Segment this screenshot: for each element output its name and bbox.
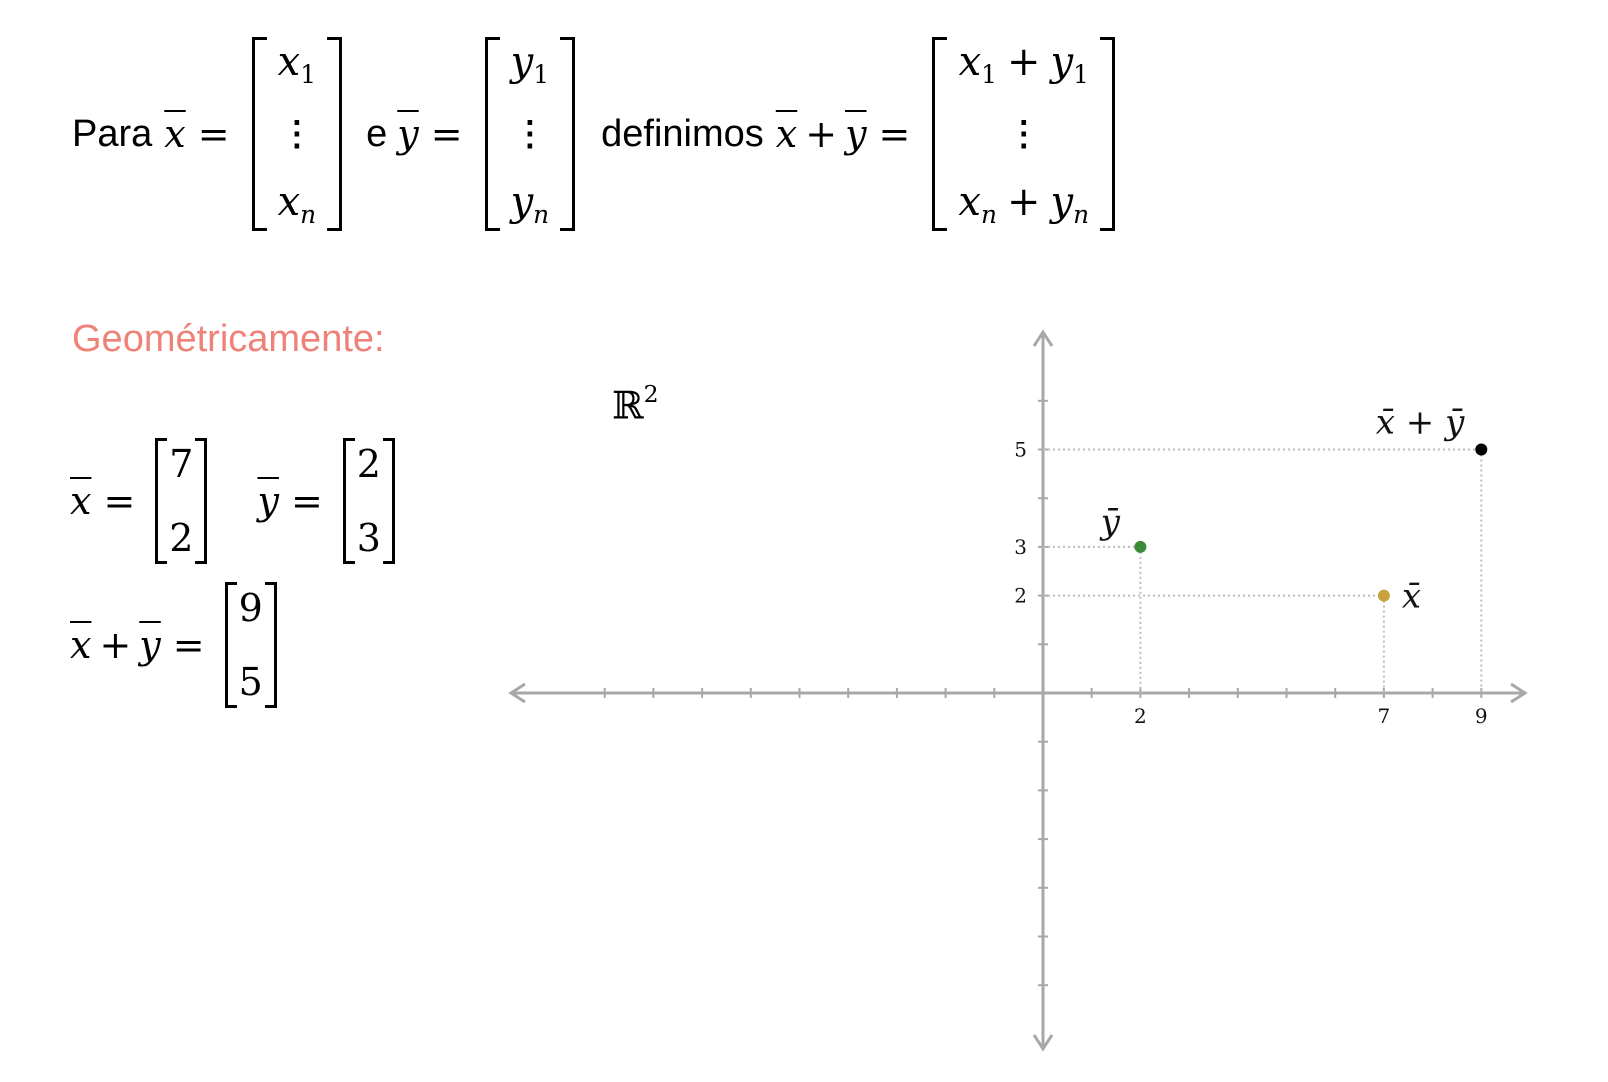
y-example-matrix: 2 3 <box>342 438 396 564</box>
vector-point <box>1134 540 1147 553</box>
sum-last-component: xn+yn <box>958 179 1090 229</box>
y-tick-label: 2 <box>1014 584 1027 608</box>
x-tick-label: 9 <box>1475 704 1488 728</box>
vector-point <box>1377 589 1390 602</box>
equals-sign: = <box>430 112 463 156</box>
sum-component-matrix: x1+y1 ⋮ xn+yn <box>932 37 1115 231</box>
matrix-entry: 2 <box>356 442 381 486</box>
sum-first-component: x1+y1 <box>958 39 1089 89</box>
x-vector-symbol: x <box>70 479 92 523</box>
y-tick-label: 3 <box>1014 535 1027 559</box>
plus-sign: + <box>805 112 838 156</box>
x-vector-symbol: x <box>70 623 92 667</box>
plus-sign: + <box>99 623 132 667</box>
defines-text: definimos <box>601 112 764 155</box>
y-first-component: y1 <box>510 39 550 89</box>
matrix-entry: 3 <box>356 516 381 560</box>
x-vector-symbol: x <box>164 112 186 156</box>
x-component-matrix: x1 ⋮ xn <box>251 37 343 231</box>
point-label: x̄ + ȳ <box>1376 403 1465 443</box>
y-component-matrix: y1 ⋮ yn <box>484 37 576 231</box>
y-vector-symbol: y <box>257 479 279 523</box>
sum-example-matrix: 9 5 <box>224 582 277 708</box>
y-tick-label: 5 <box>1014 438 1027 462</box>
y-vector-symbol: y <box>139 623 161 667</box>
y-last-component: yn <box>510 179 550 229</box>
x-axis-right-arrow <box>1510 682 1528 704</box>
point-label: x̄ <box>1402 577 1421 617</box>
matrix-entry: 5 <box>238 660 263 704</box>
point-label: ȳ <box>1099 502 1121 542</box>
example-x-y: x = 7 2 y = 2 3 <box>70 438 403 564</box>
x-first-component: x1 <box>277 39 316 89</box>
equals-sign: = <box>878 112 911 156</box>
y-axis-top-arrow <box>1032 329 1054 347</box>
space-label: ℝ2 <box>612 380 659 428</box>
geometric-heading: Geométricamente: <box>72 318 385 360</box>
x-vector-symbol: x <box>775 112 798 156</box>
matrix-entry: 7 <box>169 442 194 486</box>
x-tick-label: 7 <box>1378 704 1391 728</box>
conjunction-text: e <box>366 112 388 155</box>
x-tick-label: 2 <box>1134 704 1147 728</box>
y-vector-symbol: y <box>397 112 419 156</box>
vector-point <box>1475 443 1488 456</box>
x-example-matrix: 7 2 <box>155 438 208 564</box>
equals-sign: = <box>172 623 205 667</box>
equals-sign: = <box>103 479 136 523</box>
equals-sign: = <box>290 479 323 523</box>
y-axis-bottom-arrow <box>1032 1034 1054 1052</box>
x-last-component: xn <box>277 179 317 229</box>
y-vector-symbol: y <box>845 112 867 156</box>
example-sum: x + y = 9 5 <box>70 582 285 708</box>
equals-sign: = <box>197 112 230 156</box>
intro-text: Para <box>72 112 153 155</box>
matrix-entry: 9 <box>238 586 263 630</box>
matrix-entry: 2 <box>169 516 194 560</box>
x-axis-left-arrow <box>508 682 526 704</box>
definition-line: Para x = x1 ⋮ xn e y = y1 ⋮ yn definimos… <box>72 36 1125 232</box>
